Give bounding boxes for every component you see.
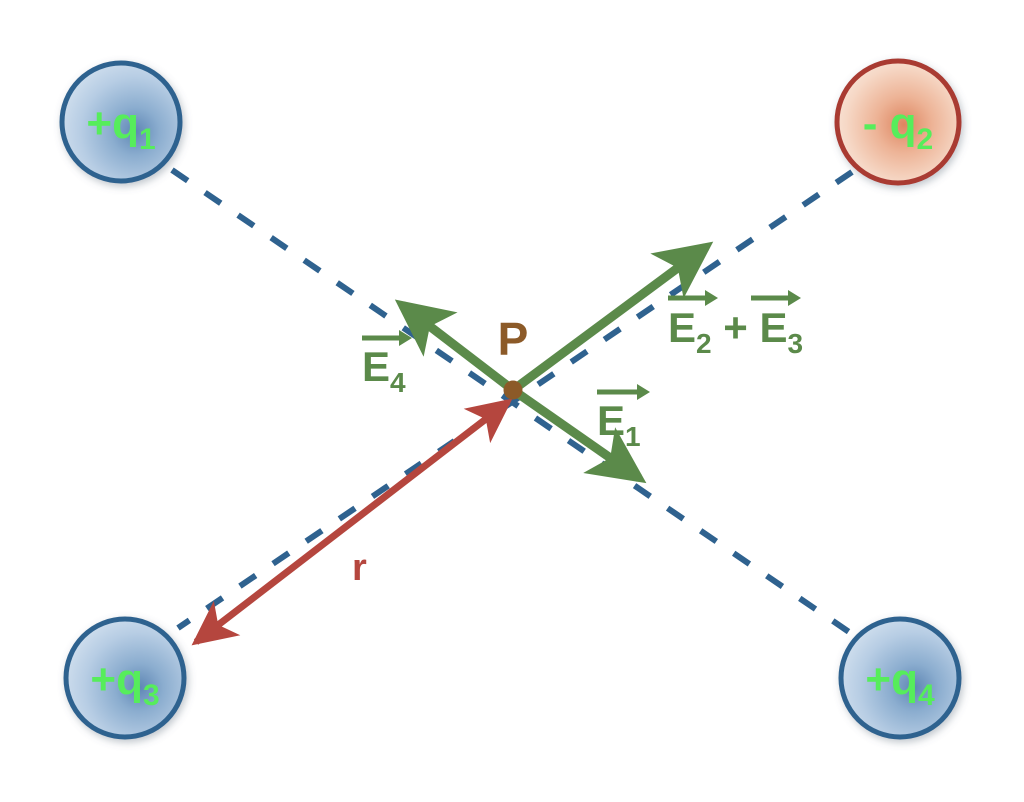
point-p-label: P [498,313,529,365]
charge-q1-circle [59,60,183,184]
charge-q2-subscript: 2 [917,123,934,156]
distance-arrow-r [191,398,513,646]
charge-q1-symbol: q [112,99,139,148]
field-vectors-group [394,241,714,484]
E1-vector-overbar-arrowhead [637,384,650,400]
charge-q4[interactable]: +q4 [838,616,962,740]
distance-arrow-r-group [191,398,513,646]
charge-q1[interactable]: +q1 [59,60,183,184]
charge-q2[interactable]: - q2 [834,58,962,186]
E2-vector-overbar-arrowhead [705,290,718,306]
charge-q4-label: +q4 [865,655,935,712]
field-vector-E4-label-group: E4 [362,330,412,398]
charge-q4-subscript: 4 [918,679,935,712]
E3-vector-overbar-arrowhead [788,290,801,306]
E1-subscript: 1 [625,421,641,452]
charge-q3[interactable]: +q3 [63,616,187,740]
E4-vector-overbar-arrowhead [399,330,412,346]
field-vector-E4-label: E4 [362,343,406,398]
charge-q2-circle [834,58,962,186]
charge-q3-subscript: 3 [143,679,160,712]
E2-subscript: 2 [696,328,712,359]
dashed-axis-q2-q3 [176,169,854,631]
distance-r-label: r [352,547,367,589]
E3-subscript: 3 [787,328,803,359]
charge-q2-label: - q2 [863,99,933,156]
charge-q4-circle [838,616,962,740]
E3-base: E [759,304,787,351]
E2-base: E [668,304,696,351]
charge-q4-symbol: q [891,655,918,704]
charge-q1-sign: + [86,99,112,148]
field-vector-E1-arrow [510,386,647,484]
charge-q4-sign: + [865,655,891,704]
charge-q2-symbol: q [890,99,917,148]
E2E3-operator: + [723,304,748,351]
E4-base: E [362,343,390,390]
charge-q1-label: +q1 [86,99,155,156]
charge-q3-symbol: q [116,655,143,704]
field-vector-E2E3-arrow [510,241,714,394]
field-point-P-group [503,380,523,400]
point-p-marker [503,380,523,400]
charge-q2-sign: - [863,99,878,148]
dashed-axes-group [170,167,854,637]
charge-q3-label: +q3 [90,655,159,712]
charge-q3-sign: + [90,655,116,704]
field-vector-E4-arrow [394,299,516,394]
charge-q1-subscript: 1 [139,123,156,156]
E1-base: E [597,397,625,444]
field-vector-E1-label: E1 [597,397,641,452]
E4-subscript: 4 [390,367,406,398]
field-vector-E1-label-group: E1 [597,384,650,452]
charge-q3-circle [63,616,187,740]
field-vector-E2E3-label-group: E2 + E3 [668,290,803,359]
field-vector-E2E3-label: E2 + E3 [668,304,803,359]
